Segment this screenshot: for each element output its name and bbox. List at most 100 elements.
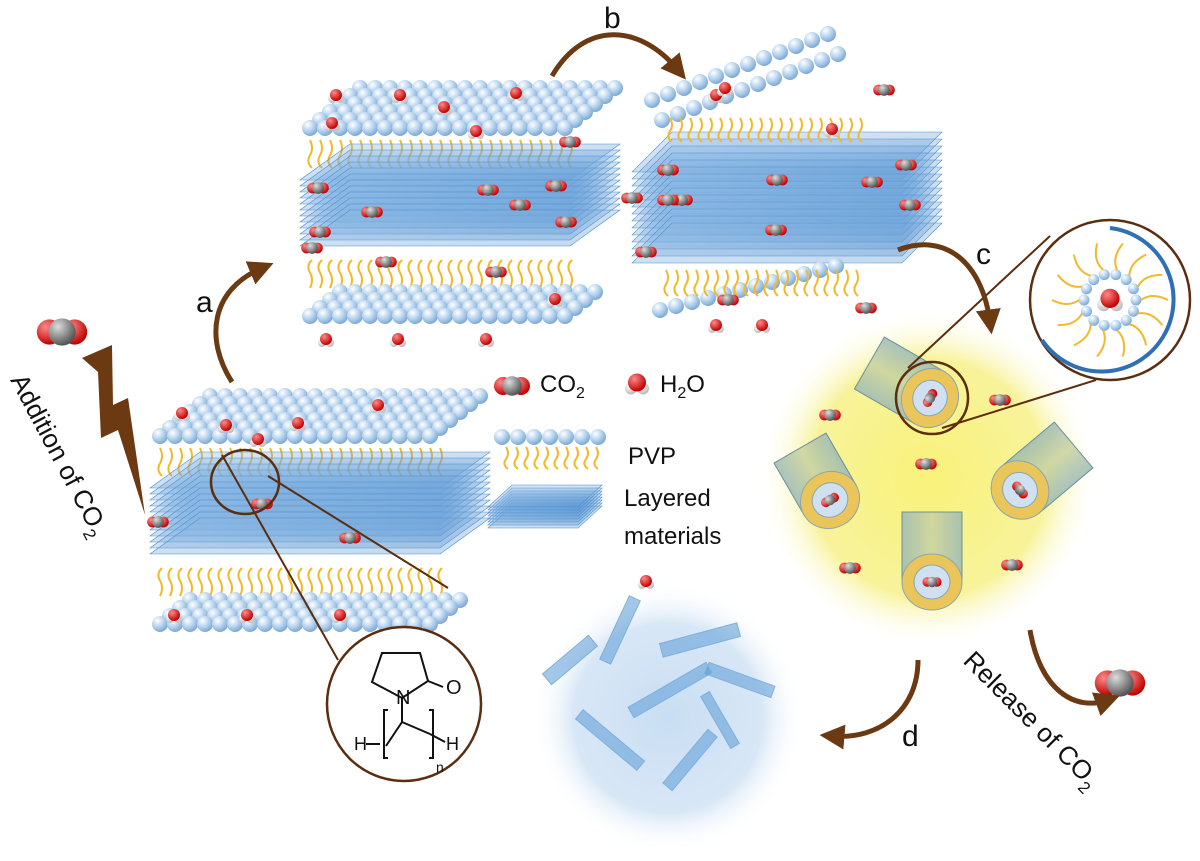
pvp-tail — [397, 259, 403, 289]
pvp-sphere — [212, 616, 228, 632]
pvp-tail — [237, 567, 243, 597]
pvp-tail — [717, 117, 723, 143]
flake-sheet — [699, 690, 741, 750]
pvp-tail — [307, 139, 313, 169]
pvp-tail — [317, 259, 323, 289]
co2-molecule — [1001, 559, 1023, 571]
pvp-sphere — [684, 294, 700, 310]
pvp-tail — [337, 567, 343, 597]
pvp-tail — [697, 117, 703, 143]
co2-molecule — [1094, 669, 1146, 697]
co2-molecule — [309, 226, 331, 238]
cross-section-tail — [1137, 273, 1163, 288]
pvp-sphere — [302, 616, 318, 632]
cross-section-sphere — [1078, 294, 1090, 306]
pvp-tail — [257, 567, 263, 597]
pvp-tail — [367, 259, 373, 289]
cross-section-sphere — [1110, 319, 1122, 331]
pvp-tail — [307, 259, 313, 289]
h2o-molecule — [478, 333, 494, 347]
pvp-sphere — [750, 76, 766, 92]
pvp-sphere — [407, 308, 423, 324]
pvp-sphere — [766, 70, 782, 86]
pvp-sphere — [407, 428, 423, 444]
zoom-source-circle — [209, 448, 281, 516]
pvp-sphere — [362, 308, 378, 324]
flake — [699, 690, 741, 750]
flake-sheet — [574, 708, 646, 772]
pvp-tail — [847, 117, 853, 143]
pvp-tail — [347, 259, 353, 289]
pvp-tail — [703, 269, 709, 297]
pvp-sphere — [590, 429, 606, 445]
step-label-d: d — [902, 720, 919, 753]
pvp-tail — [683, 269, 689, 297]
pvp-sphere — [272, 428, 288, 444]
pvp-tail — [337, 259, 343, 289]
molecule-O: O — [446, 677, 462, 699]
co2-molecule — [509, 199, 531, 211]
pvp-tail — [447, 259, 453, 289]
zoom2-source-circle — [894, 360, 970, 436]
pvp-sphere — [422, 308, 438, 324]
pvp-tail — [833, 269, 839, 297]
pvp-sphere — [287, 616, 303, 632]
legend-h2o: H2O — [660, 371, 705, 402]
pvp-tail — [427, 567, 433, 597]
pvp-sphere — [527, 120, 543, 136]
co2-molecule — [766, 174, 788, 186]
cross-section-sphere — [1127, 283, 1139, 295]
pvp-tail — [167, 447, 173, 477]
flake — [627, 661, 713, 719]
legend-layered-line1: Layered — [624, 485, 711, 512]
zoom2-line-b — [941, 379, 1097, 429]
nanoscroll — [990, 421, 1094, 520]
co2-molecule — [922, 576, 942, 588]
h2o-molecule — [250, 433, 266, 447]
scroll-cross-section — [1040, 226, 1176, 374]
pvp-tail — [317, 567, 323, 597]
flake — [599, 595, 641, 665]
pvp-sphere — [407, 120, 423, 136]
pvp-tail — [407, 567, 413, 597]
pvp-tail — [583, 446, 589, 470]
h2o-molecule — [390, 333, 406, 347]
pvp-sphere — [772, 44, 788, 60]
co2-molecule — [301, 242, 323, 254]
release-caption: Release of CO2 — [954, 645, 1107, 798]
pvp-sphere — [820, 26, 836, 42]
flake — [541, 634, 599, 686]
cross-section-tail — [1129, 323, 1148, 346]
pvp-sphere — [512, 120, 528, 136]
pvp-tail — [813, 269, 819, 297]
pvp-sphere — [557, 308, 573, 324]
exfoliated-flakes — [541, 595, 776, 792]
pvp-tail — [157, 567, 163, 597]
h2o-molecule — [547, 293, 563, 307]
flake — [662, 728, 718, 792]
addition-sub: 2 — [79, 526, 100, 543]
h2o-molecule — [392, 89, 408, 103]
pvp-sphere — [734, 82, 750, 98]
flake — [574, 708, 646, 772]
h2o-molecule — [468, 125, 484, 139]
zoom2-line-a — [907, 235, 1051, 369]
pvp-tail — [743, 269, 749, 297]
pvp-tail — [307, 567, 313, 597]
cross-section-tail — [1116, 329, 1126, 357]
pvp-tail — [797, 117, 803, 143]
pvp-tail — [777, 117, 783, 143]
pvp-sphere — [482, 308, 498, 324]
pvp-monomer-structure — [366, 652, 446, 759]
legend-pvp: PVP — [628, 443, 676, 470]
pvp-tail — [477, 259, 483, 289]
pvp-sphere — [347, 120, 363, 136]
h2o-molecule — [328, 89, 344, 103]
pvp-sphere — [497, 308, 513, 324]
cross-section-outer-arc — [1040, 226, 1176, 374]
step-label-a: a — [196, 286, 213, 319]
flake-sheet — [658, 622, 742, 658]
pvp-tail — [297, 567, 303, 597]
cross-section-sphere — [1088, 274, 1100, 286]
co2-molecule — [861, 176, 883, 188]
